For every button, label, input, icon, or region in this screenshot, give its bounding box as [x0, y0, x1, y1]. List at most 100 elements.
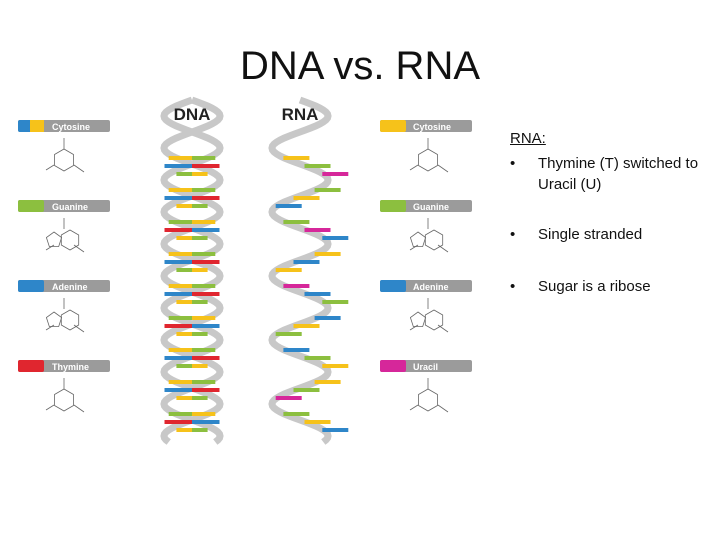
legend-label: Uracil — [413, 362, 438, 372]
base-pair-left — [176, 268, 192, 272]
base-pair-right — [192, 356, 220, 360]
base-pair-left — [164, 324, 192, 328]
legend-thymine: Thymine — [18, 360, 110, 372]
base-pair-left — [168, 284, 192, 288]
notes-heading: RNA: — [510, 130, 546, 147]
rna-base — [283, 412, 310, 416]
legend-adenine: Adenine — [18, 280, 110, 292]
base-pair-right — [192, 300, 208, 304]
rna-base — [293, 260, 320, 264]
legend-label: Guanine — [52, 202, 88, 212]
rna-backbone — [268, 96, 332, 445]
rna-base — [314, 380, 341, 384]
rna-base — [283, 284, 310, 288]
base-pair-left — [164, 164, 192, 168]
rna-base — [322, 300, 349, 304]
base-pair-left — [176, 172, 192, 176]
legend-label: Thymine — [52, 362, 89, 372]
base-pair-left — [164, 292, 192, 296]
base-pair-left — [176, 332, 192, 336]
molecule-icon — [409, 378, 449, 413]
base-pair-left — [164, 388, 192, 392]
molecule-icon — [409, 298, 449, 333]
molecule-icon — [45, 138, 85, 173]
rna-base — [304, 292, 331, 296]
note-text: Thymine (T) switched to Uracil (U) — [538, 155, 699, 193]
base-pair-left — [168, 188, 192, 192]
legend-uracil: Uracil — [380, 360, 472, 372]
rna-base — [275, 204, 302, 208]
note-text: Single stranded — [538, 226, 643, 243]
base-pair-left — [176, 204, 192, 208]
rna-base — [314, 316, 341, 320]
base-pair-right — [192, 252, 216, 256]
base-pair-right — [192, 364, 208, 368]
base-pair-left — [164, 420, 192, 424]
rna-base — [275, 396, 302, 400]
legend-cytosine: Cytosine — [18, 120, 110, 132]
base-pair-right — [192, 316, 216, 320]
legend-label: Cytosine — [52, 122, 90, 132]
rna-base — [322, 364, 349, 368]
base-pair-right — [192, 268, 208, 272]
rna-base — [304, 420, 331, 424]
base-pair-left — [168, 156, 192, 160]
base-pair-left — [176, 396, 192, 400]
rna-base — [314, 188, 341, 192]
base-pair-right — [192, 196, 220, 200]
note-item: • Sugar is a ribose — [510, 276, 715, 297]
base-pair-left — [164, 260, 192, 264]
legend-cytosine: Cytosine — [380, 120, 472, 132]
rna-base — [322, 172, 349, 176]
rna-bases — [275, 156, 349, 432]
molecule-icon — [45, 298, 85, 333]
base-pair-left — [168, 252, 192, 256]
rna-base — [314, 252, 341, 256]
base-pair-left — [164, 356, 192, 360]
legend-adenine: Adenine — [380, 280, 472, 292]
rna-base — [322, 236, 349, 240]
dna-base-legend: Cytosine Guanine Adenine Thymine — [18, 120, 110, 372]
bullet-icon: • — [510, 155, 516, 172]
rna-base — [293, 324, 320, 328]
rna-base — [304, 164, 331, 168]
rna-base — [275, 332, 302, 336]
legend-guanine: Guanine — [380, 200, 472, 212]
base-pair-right — [192, 172, 208, 176]
legend-label: Cytosine — [413, 122, 451, 132]
rna-base — [304, 356, 331, 360]
legend-guanine: Guanine — [18, 200, 110, 212]
base-pair-left — [176, 364, 192, 368]
rna-base — [275, 268, 302, 272]
molecule-icon — [409, 218, 449, 253]
base-pair-right — [192, 388, 220, 392]
legend-label: Guanine — [413, 202, 449, 212]
molecule-icon — [409, 138, 449, 173]
molecule-icon — [45, 378, 85, 413]
rna-base — [322, 428, 349, 432]
base-pair-right — [192, 220, 216, 224]
base-pair-right — [192, 188, 216, 192]
base-pair-left — [168, 316, 192, 320]
dna-label: DNA — [174, 105, 211, 124]
base-pair-right — [192, 380, 216, 384]
base-pair-right — [192, 236, 208, 240]
base-pair-right — [192, 348, 216, 352]
base-pair-right — [192, 396, 208, 400]
rna-base — [293, 196, 320, 200]
base-pair-left — [168, 220, 192, 224]
rna-base — [283, 156, 310, 160]
base-pair-right — [192, 428, 208, 432]
note-item: • Single stranded — [510, 224, 715, 245]
molecule-icon — [45, 218, 85, 253]
base-pair-left — [176, 236, 192, 240]
base-pair-right — [192, 204, 208, 208]
rna-base — [283, 348, 310, 352]
base-pair-right — [192, 412, 216, 416]
base-pair-right — [192, 332, 208, 336]
base-pair-right — [192, 324, 220, 328]
dna-base-pairs — [164, 156, 220, 432]
base-pair-left — [168, 412, 192, 416]
rna-base — [304, 228, 331, 232]
